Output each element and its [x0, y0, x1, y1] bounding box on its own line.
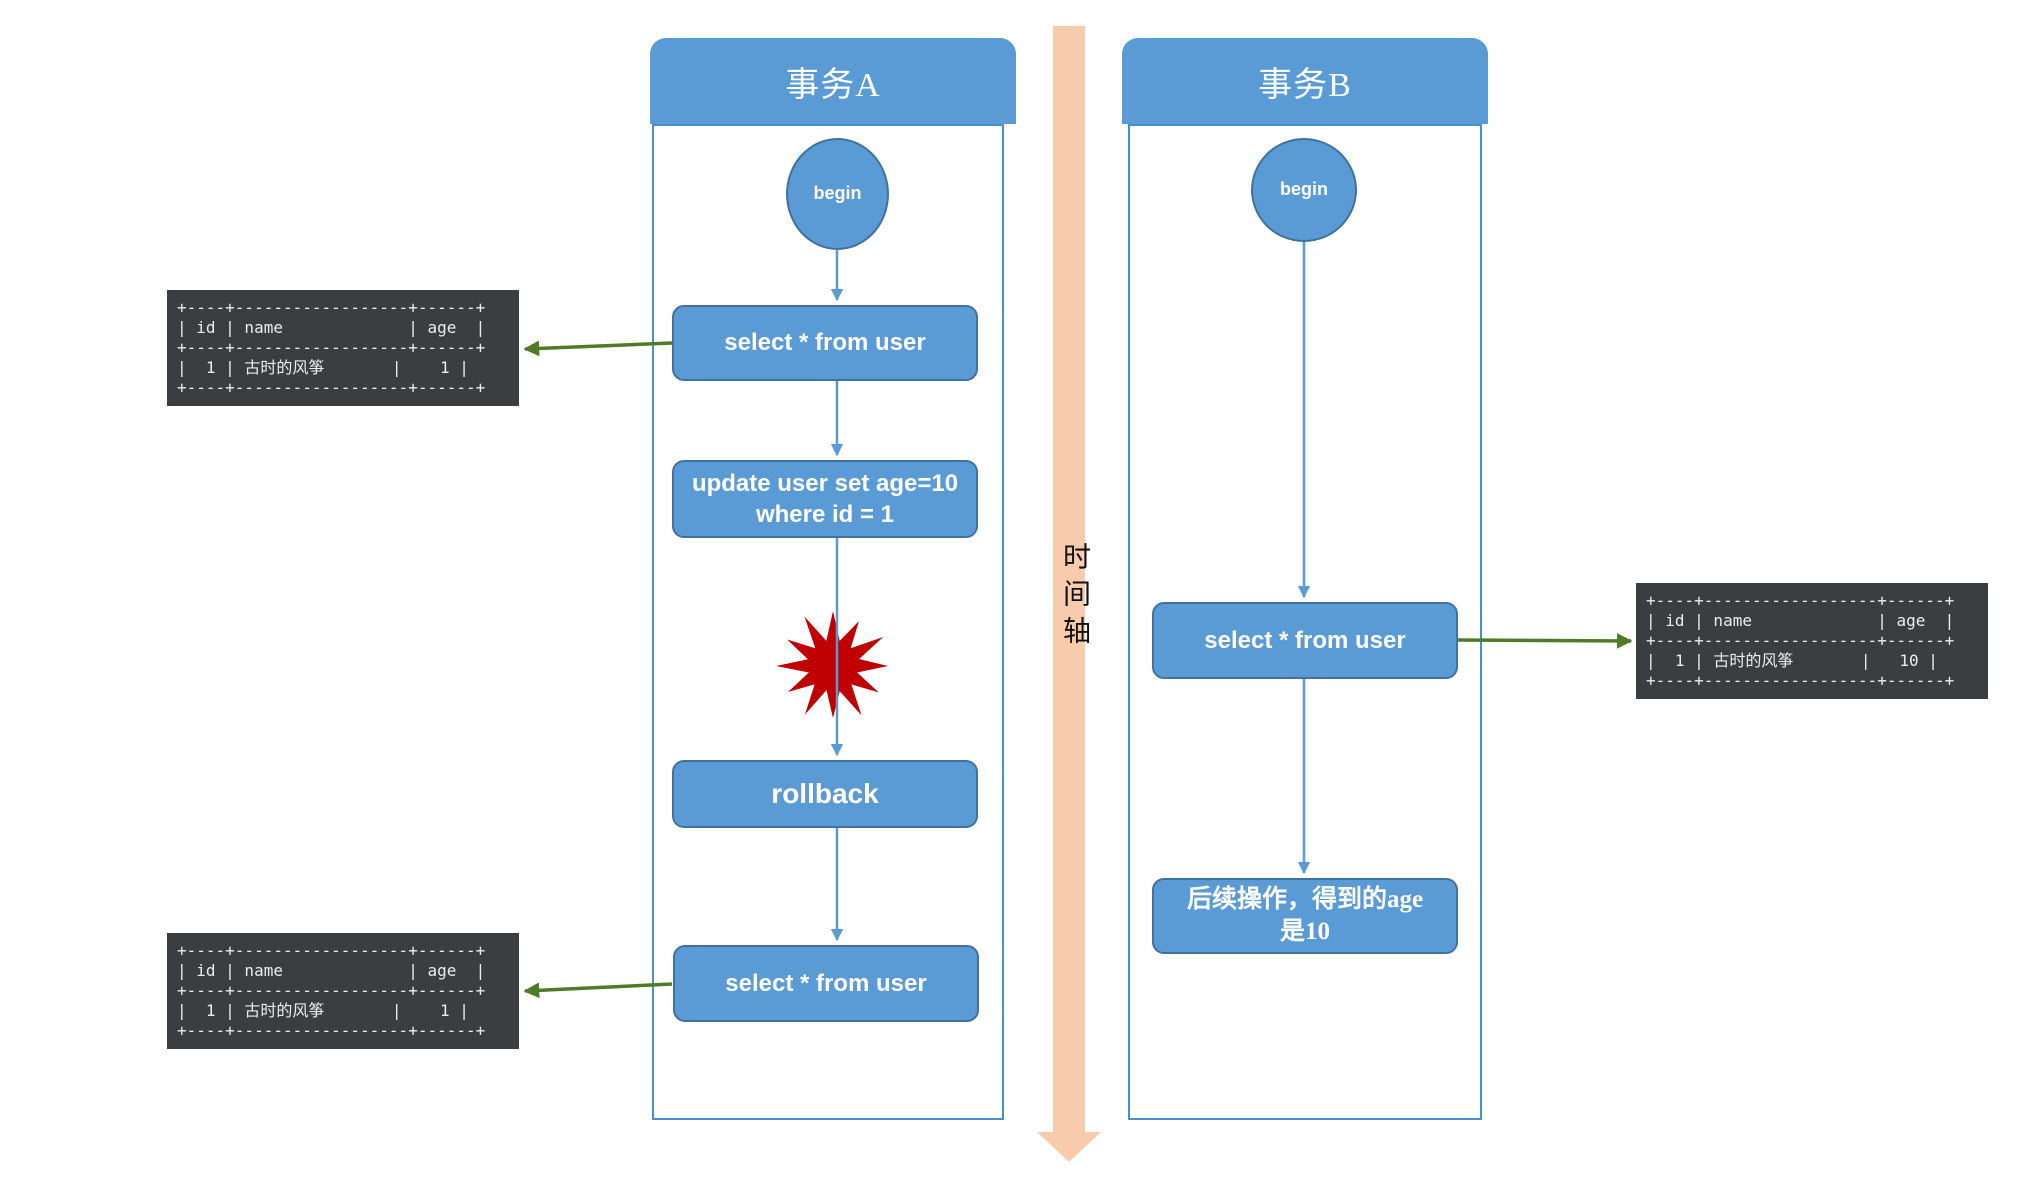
timeline-label: 时间轴	[1059, 542, 1090, 653]
result-arrow-a-first-read	[523, 340, 673, 357]
transaction-a-header: 事务A	[650, 38, 1016, 124]
timeline-arrowhead-icon	[1037, 1132, 1101, 1162]
b-select1-node: select * from user	[1152, 602, 1458, 679]
result-table-b-read-text: +----+------------------+------+ | id | …	[1646, 591, 1955, 690]
a-select1-node: select * from user	[672, 305, 978, 381]
a-select1-label: select * from user	[724, 329, 926, 357]
a-select2-label: select * from user	[725, 969, 927, 997]
b-begin-node: begin	[1251, 138, 1357, 242]
a-update-node: update user set age=10 where id = 1	[672, 460, 978, 538]
transaction-b-header: 事务B	[1122, 38, 1488, 124]
a-rollback-node: rollback	[672, 760, 978, 828]
b-select1-label: select * from user	[1204, 626, 1406, 654]
b-note-label: 后续操作，得到的age 是10	[1186, 885, 1424, 946]
timeline-axis	[1053, 26, 1085, 1132]
a-update-label: update user set age=10 where id = 1	[691, 469, 959, 528]
result-table-a-second-read: +----+------------------+------+ | id | …	[167, 933, 519, 1049]
transaction-b-title: 事务B	[1258, 66, 1352, 104]
result-table-b-read: +----+------------------+------+ | id | …	[1636, 583, 1988, 699]
a-rollback-label: rollback	[771, 777, 879, 809]
result-table-a-first-read-text: +----+------------------+------+ | id | …	[177, 298, 486, 397]
result-table-a-second-read-text: +----+------------------+------+ | id | …	[177, 941, 486, 1040]
b-note-node: 后续操作，得到的age 是10	[1152, 878, 1458, 954]
a-begin-node: begin	[786, 138, 889, 250]
transaction-a-title: 事务A	[785, 66, 881, 104]
a-select2-node: select * from user	[673, 945, 979, 1022]
a-begin-label: begin	[813, 183, 862, 204]
result-arrow-a-second-read	[523, 982, 673, 999]
result-arrow-b-read	[1457, 633, 1633, 649]
result-table-a-first-read: +----+------------------+------+ | id | …	[167, 290, 519, 406]
b-begin-label: begin	[1280, 179, 1328, 200]
